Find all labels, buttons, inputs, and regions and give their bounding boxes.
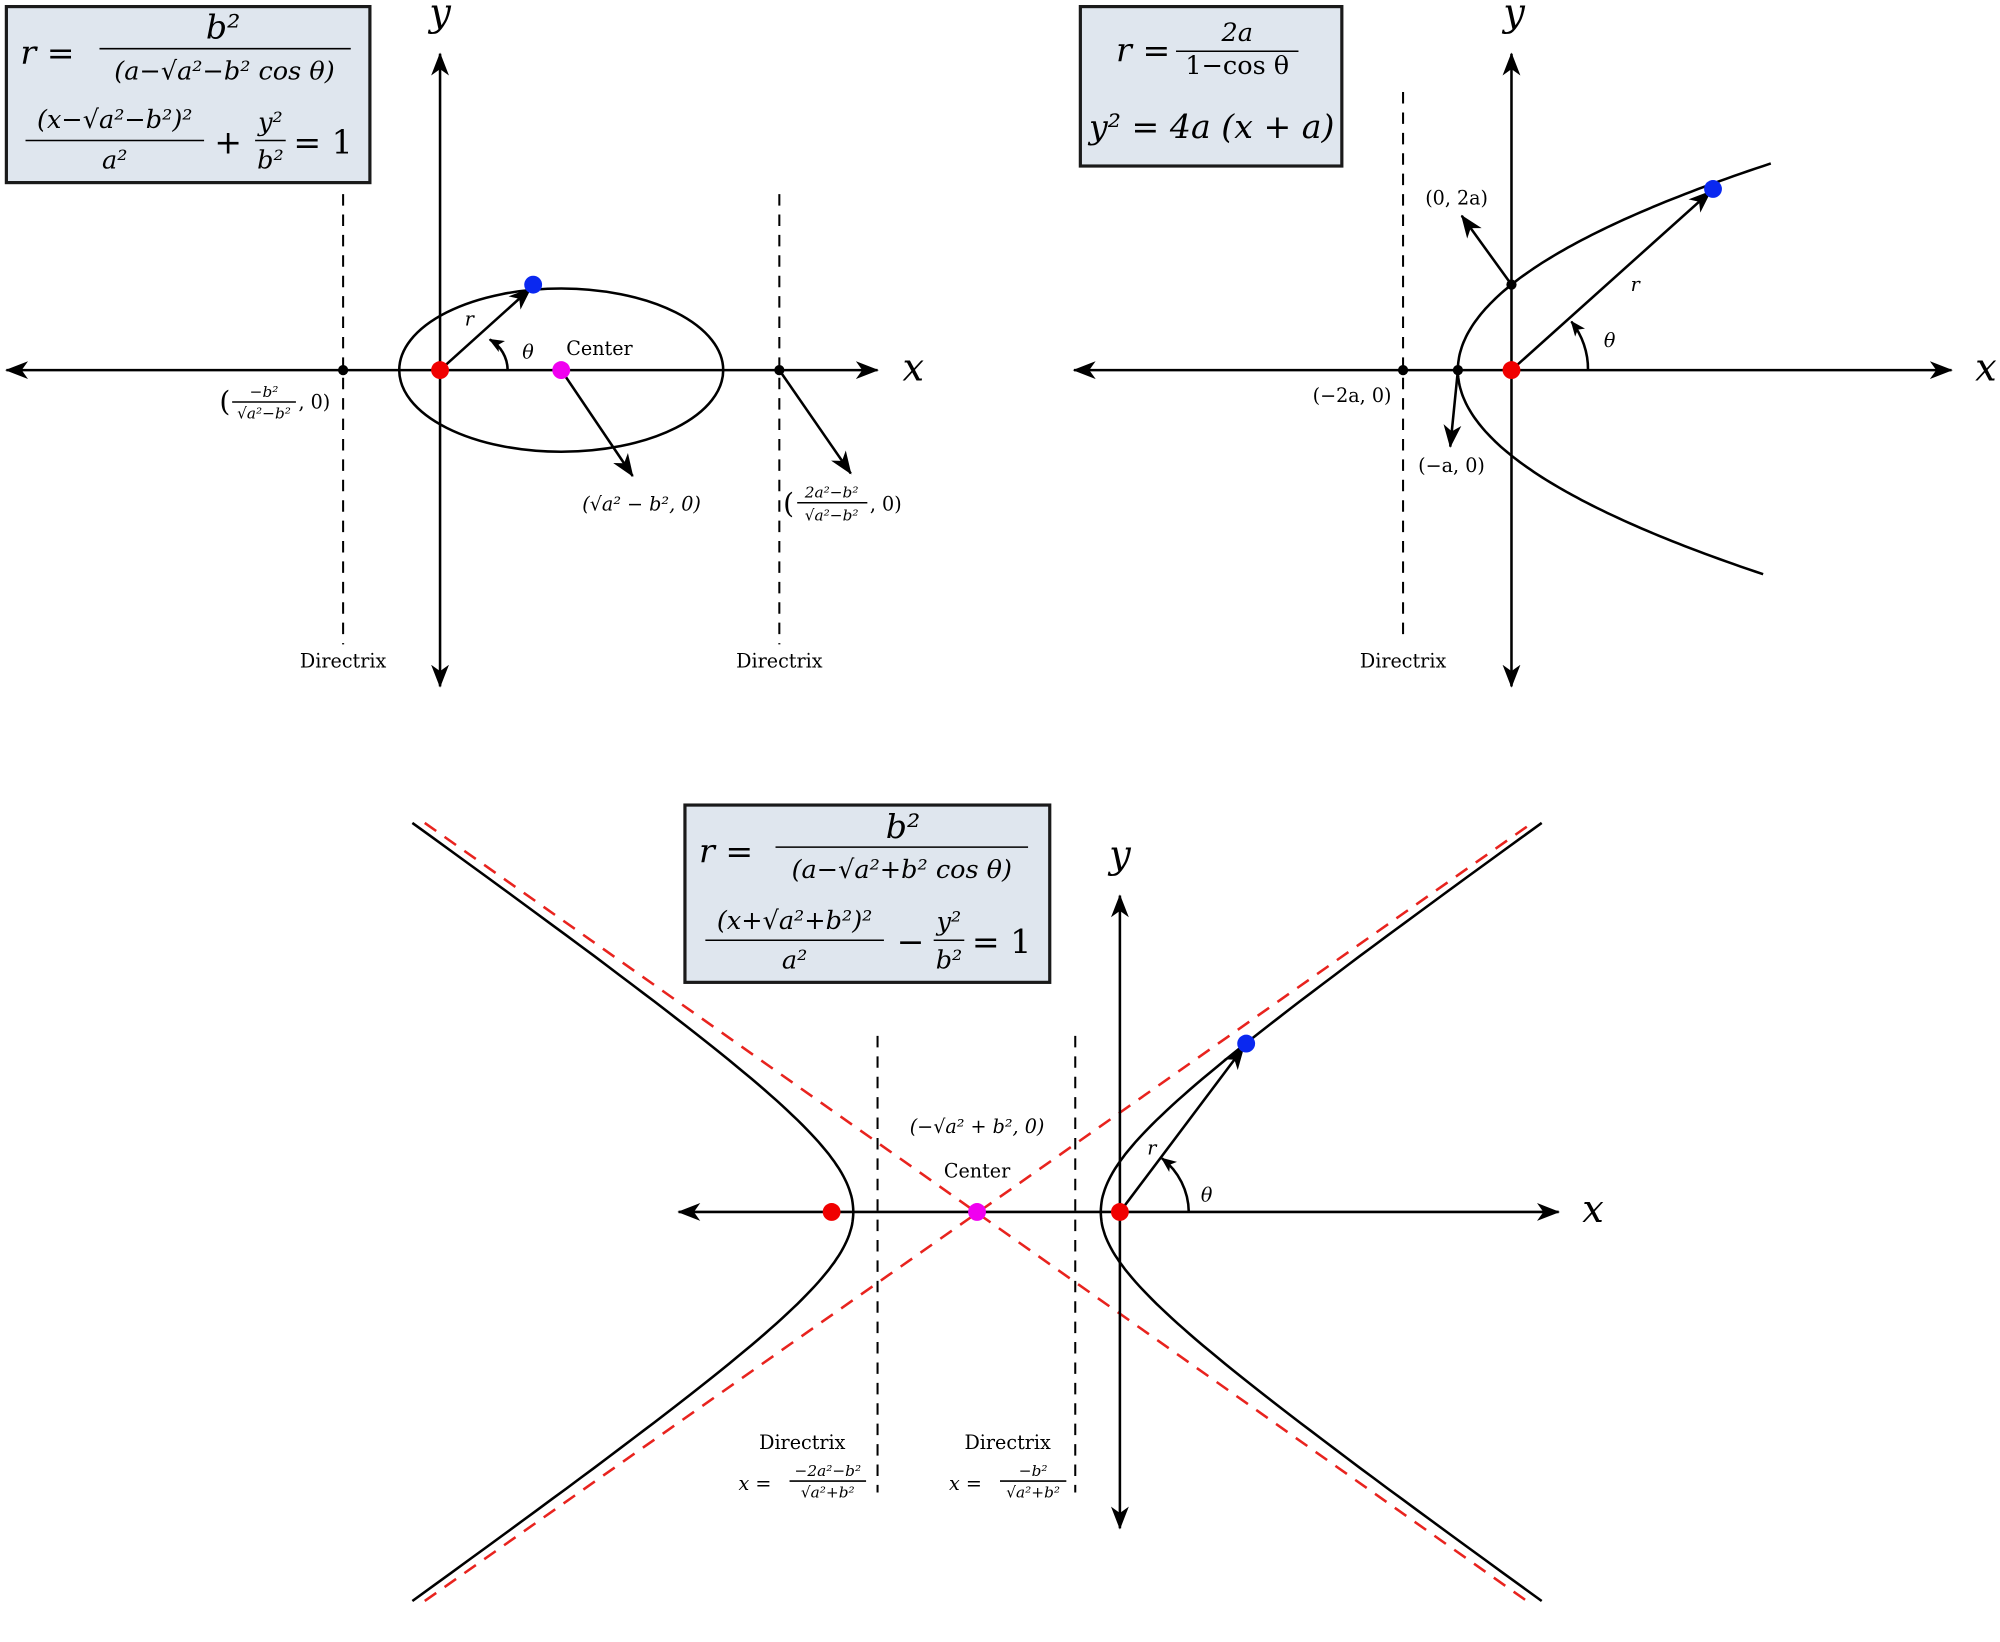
left-point-paren: ( (219, 385, 230, 418)
center-coordinate-label: (−√a² + b², 0) (910, 1115, 1045, 1138)
asymptote-ascending (424, 825, 1528, 1603)
right-point-num: 2a²−b² (804, 484, 859, 502)
hyperbola-eq2-num2: y² (936, 907, 962, 937)
hyperbola-eq1-lhs: r = (699, 831, 753, 870)
radius-arrow (1118, 1046, 1245, 1213)
asymptote-descending (424, 821, 1528, 1603)
directrix-point-label: (−2a, 0) (1313, 384, 1392, 407)
ellipse-eq2-num2: y² (257, 107, 283, 137)
right-point-paren: ( (783, 487, 794, 520)
focus-point (431, 361, 449, 380)
ellipse-panel: r = b² (a−√a²−b² cos θ) (x−√a²−b²)² a² +… (4, 0, 924, 688)
directrix-right-eq-num: −b² (1019, 1462, 1048, 1480)
theta-label: θ (1604, 329, 1616, 352)
directrix-right-eq-den: √a²+b² (1006, 1484, 1060, 1502)
hyperbola-eq1-den: (a−√a²+b² cos θ) (792, 855, 1012, 885)
hyperbola-eq2-op: − (897, 922, 925, 961)
directrix-left-eq-num: −2a²−b² (795, 1462, 862, 1480)
y-axis-label: y (1107, 833, 1131, 878)
theta-arc (1160, 1157, 1191, 1212)
ellipse-equation-box (4, 4, 372, 185)
radius-arrow (439, 287, 532, 372)
vertex-arrow (1443, 369, 1462, 448)
directrix-left-eq-lhs: x = (739, 1472, 772, 1495)
directrix-left-label: Directrix (300, 649, 387, 672)
vertex-point (1452, 365, 1464, 376)
theta-arc (488, 338, 509, 371)
parabola-eq2: y² = 4a (x + a) (1087, 107, 1334, 146)
ellipse-eq1-num: b² (206, 7, 241, 46)
ellipse-eq1-den: (a−√a²−b² cos θ) (114, 56, 334, 86)
focus-point (1502, 361, 1521, 380)
radius-arrow (1510, 190, 1712, 372)
left-focus-point (822, 1203, 841, 1221)
left-directrix-point (338, 365, 349, 376)
center-label: Center (566, 337, 633, 360)
center-point (552, 361, 571, 380)
curve-point (1237, 1034, 1256, 1053)
hyperbola-eq2-den: a² (782, 945, 807, 975)
x-axis-label: x (1582, 1187, 1604, 1232)
curve-point (524, 275, 543, 294)
left-point-tail: , 0) (298, 390, 330, 413)
directrix-left-label: Directrix (759, 1431, 846, 1454)
r-label: r (465, 307, 476, 330)
left-point-den: √a²−b² (237, 405, 291, 423)
left-point-num: −b² (250, 383, 279, 401)
r-label: r (1631, 273, 1642, 296)
right-point-tail: , 0) (870, 492, 902, 515)
ellipse-eq2-den2: b² (257, 146, 284, 176)
hyperbola-panel: r = b² (a−√a²+b² cos θ) (x+√a²+b²)² a² −… (411, 803, 1604, 1603)
right-directrix-point (774, 365, 785, 376)
center-coordinate-label: (√a² − b², 0) (582, 492, 701, 515)
y-intercept-label: (0, 2a) (1425, 186, 1488, 209)
directrix-right-label: Directrix (736, 649, 823, 672)
focus-point (1110, 1203, 1129, 1221)
ellipse-eq2-op: + (214, 122, 242, 161)
center-point (968, 1203, 986, 1221)
theta-arc (1570, 320, 1590, 371)
hyperbola-eq2-rhs: = 1 (972, 922, 1031, 961)
right-point-den: √a²−b² (805, 507, 859, 525)
directrix-label: Directrix (1360, 649, 1447, 672)
ellipse-eq1-lhs: r = (20, 33, 74, 72)
parabola-eq1-den: 1−cos θ (1185, 51, 1289, 81)
vertex-label: (−a, 0) (1418, 454, 1485, 477)
parabola-equation-box (1078, 4, 1344, 168)
ellipse-eq2-den: a² (102, 146, 127, 176)
directrix-right-eq-lhs: x = (949, 1472, 982, 1495)
x-axis-label: x (902, 345, 924, 390)
r-label: r (1147, 1137, 1158, 1160)
parabola-eq1-num: 2a (1221, 18, 1253, 48)
center-label: Center (944, 1160, 1011, 1183)
directrix-point (1397, 365, 1409, 376)
hyperbola-eq2-den2: b² (936, 945, 963, 975)
y-intercept-arrow (1460, 214, 1513, 286)
hyperbola-eq2-num: (x+√a²+b²)² (717, 906, 872, 936)
parabola-panel: r = 2a 1−cos θ y² = 4a (x + a) x y r θ (… (1072, 0, 1997, 688)
parabola-eq1-lhs: r = (1116, 30, 1170, 69)
center-arrow (560, 369, 634, 478)
ellipse-eq2-rhs: = 1 (293, 122, 352, 161)
hyperbola-eq1-num: b² (886, 807, 921, 846)
hyperbola-equation-box (683, 803, 1052, 984)
theta-label: θ (522, 341, 534, 364)
directrix-left-eq-den: √a²+b² (801, 1484, 855, 1502)
x-axis-label: x (1975, 345, 1997, 390)
y-axis-label: y (427, 0, 451, 36)
ellipse-curve (397, 287, 725, 454)
ellipse-eq2-num: (x−√a²−b²)² (37, 105, 192, 135)
theta-label: θ (1201, 1184, 1213, 1207)
right-directrix-arrow (778, 369, 852, 475)
directrix-right-label: Directrix (964, 1431, 1051, 1454)
curve-point (1704, 180, 1722, 198)
y-axis-label: y (1501, 0, 1525, 36)
y-intercept-point (1506, 279, 1517, 290)
